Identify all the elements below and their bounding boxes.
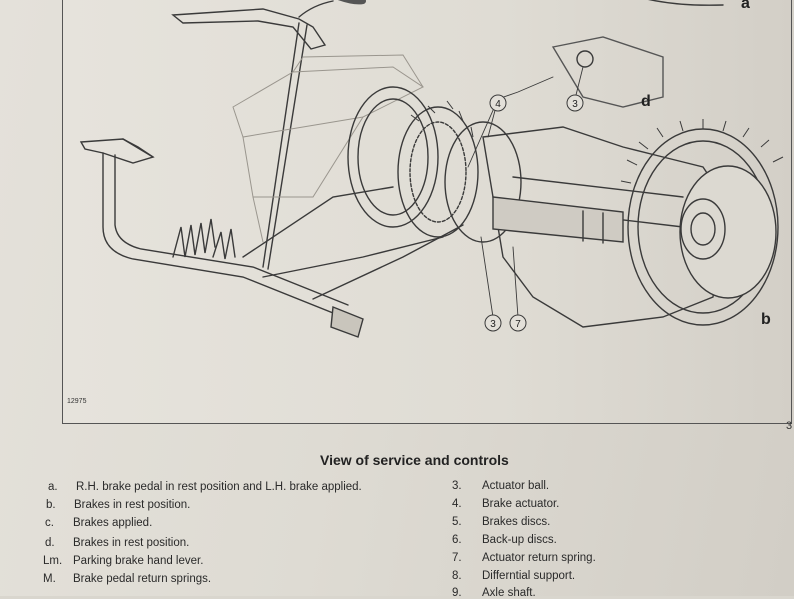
legend-key: 3. [452,480,462,492]
page-number: 3 [786,420,793,432]
legend-text: Brakes in rest position. [74,499,191,511]
brake-assembly-drawing: 3 4 3 7 [79,0,784,338]
legend-key: 7. [452,552,462,564]
callout-3: 3 [490,319,496,330]
callout-4: 4 [495,99,501,110]
figure-id: 12975 [67,398,87,405]
view-label-b: b [761,311,771,328]
legend-text: Actuator return spring. [482,552,596,564]
legend-key: d. [45,537,55,549]
legend-key: c. [45,517,54,529]
legend-key: b. [46,499,56,511]
legend-text: Brakes discs. [482,516,551,528]
legend-text: Differntial support. [482,570,576,582]
figure-caption: View of service and controls [320,452,509,468]
legend-text: R.H. brake pedal in rest position and L.… [76,481,362,493]
legend-text: Parking brake hand lever. [73,555,204,567]
legend-text: Brakes in rest position. [73,537,190,549]
legend-text: Back-up discs. [482,534,557,546]
legend-key: a. [48,481,58,493]
legend-text: Axle shaft. [482,587,536,599]
callout-7: 7 [515,319,521,330]
legend-key: 8. [452,570,462,582]
legend-key: 4. [452,498,462,510]
callout-3-inset: 3 [572,99,578,110]
legend-key: 5. [452,516,462,528]
legend-text: Brake pedal return springs. [73,573,212,585]
view-label-a: a [741,0,750,12]
legend-text: Brake actuator. [482,498,560,510]
legend-text: Actuator ball. [482,480,550,492]
legend-key: 9. [452,587,462,599]
legend-key: 6. [452,534,462,546]
technical-illustration: 3 4 3 7 a b d 12975 [62,0,792,424]
view-label-d: d [641,93,651,110]
legend-text: Brakes applied. [73,517,153,529]
legend-key: M. [43,573,56,585]
legend-key: Lm. [43,555,63,567]
